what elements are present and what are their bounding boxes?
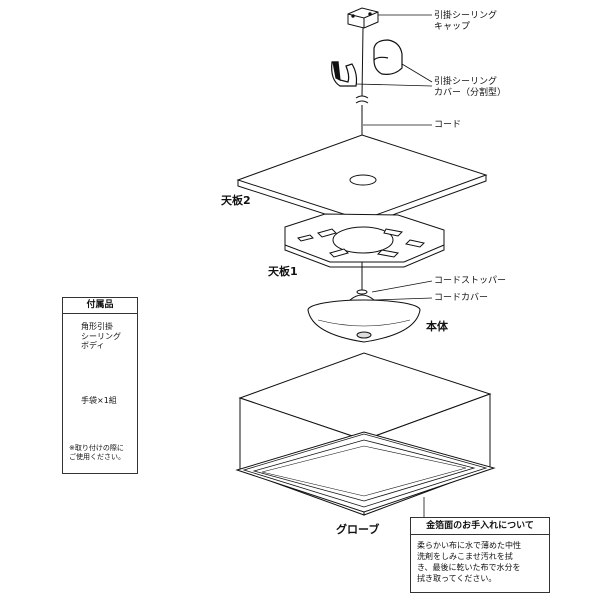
top-board-2-part: [236, 134, 488, 227]
ceiling-cap-part: [347, 7, 379, 29]
accessory-item1-label: 角形引掛 シーリング ボディ: [81, 322, 121, 351]
accessory-note-line2: ご使用ください。: [69, 453, 125, 461]
body-part: [307, 299, 421, 343]
accessory-note: ※取り付けの際に ご使用ください。: [69, 444, 125, 462]
cord-cover-label: コードカバー: [434, 293, 489, 303]
care-instructions-box: 金箔面のお手入れについて 柔らかい布に水で薄めた中性 洗剤をしみこませ汚れを拭 …: [410, 517, 550, 593]
globe-label: グローブ: [336, 523, 380, 536]
ceiling-cover-label-line2: カバー（分割型）: [434, 88, 507, 98]
ceiling-cover-label: 引掛シーリング カバー（分割型）: [434, 77, 506, 99]
care-line4: 拭き取ってください。: [417, 574, 497, 583]
accessories-box: 付属品 角形引掛 シーリング ボディ 手袋×1組 ※取り付けの際に ご使用くださ…: [62, 297, 138, 474]
cord-stopper-label: コードストッパー: [434, 276, 507, 286]
care-body: 柔らかい布に水で薄めた中性 洗剤をしみこませ汚れを拭 き、最後に乾いた布で水分を…: [417, 540, 545, 584]
care-title: 金箔面のお手入れについて: [411, 518, 549, 535]
care-line3: き、最後に乾いた布で水分を: [417, 563, 521, 572]
care-line1: 柔らかい布に水で薄めた中性: [417, 541, 521, 550]
body-label: 本体: [426, 320, 448, 333]
accessory-item1-line1: 角形引掛: [81, 322, 113, 331]
accessory-item1-line2: シーリング: [81, 331, 121, 341]
accessory-item2-label: 手袋×1組: [81, 396, 117, 405]
leader-lines: [355, 14, 433, 517]
ceiling-cover-part: [331, 39, 403, 87]
top-board-1-part: [284, 213, 445, 268]
top-board-2-label: 天板2: [221, 194, 251, 207]
top-board-1-label: 天板1: [268, 265, 298, 278]
cord-label: コード: [434, 120, 462, 130]
ceiling-cap-label: 引掛シーリング キャップ: [434, 11, 497, 33]
care-line2: 洗剤をしみこませ汚れを拭: [417, 552, 513, 561]
ceiling-cap-label-line1: 引掛シーリング: [434, 11, 498, 21]
globe-part: [235, 352, 496, 516]
accessory-note-line1: ※取り付けの際に: [69, 444, 124, 452]
accessories-title: 付属品: [63, 298, 137, 314]
ceiling-cap-label-line2: キャップ: [434, 22, 471, 32]
ceiling-cover-label-line1: 引掛シーリング: [434, 77, 498, 87]
accessory-item1-line3: ボディ: [81, 341, 105, 350]
